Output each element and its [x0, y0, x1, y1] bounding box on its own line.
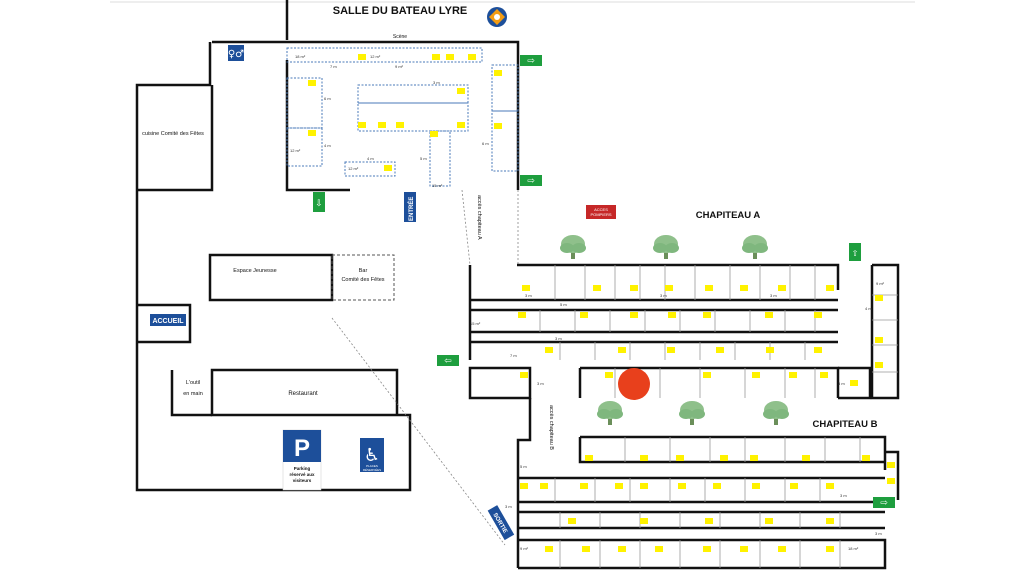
svg-text:PLACES: PLACES: [366, 464, 378, 468]
handicap-sign: ♿ PLACES RÉSERVÉES: [360, 438, 384, 472]
svg-text:ACCES: ACCES: [594, 207, 608, 212]
trees: [560, 235, 789, 425]
acces-chapiteau-b-label: accès chapiteau B: [548, 405, 554, 450]
exit-sign-icon: [849, 243, 861, 261]
chapiteau-b-walls: [516, 398, 900, 570]
salle-stand-tags: [308, 54, 502, 171]
stage-label: Scène: [393, 34, 407, 40]
svg-text:18 m²: 18 m²: [295, 54, 306, 59]
chapiteau-a-title: CHAPITEAU A: [696, 210, 761, 221]
svg-text:4 m: 4 m: [865, 306, 872, 311]
svg-text:12 m²: 12 m²: [290, 148, 301, 153]
svg-text:Parking: Parking: [294, 466, 311, 471]
exit-sign-icon: [520, 55, 542, 67]
exit-sign-icon: [437, 355, 459, 367]
svg-text:4 m: 4 m: [367, 156, 374, 161]
espace-jeunesse-label: Espace Jeunesse: [233, 268, 276, 274]
svg-text:4 m: 4 m: [324, 143, 331, 148]
salle-stands: [286, 47, 519, 187]
svg-text:3 m: 3 m: [525, 293, 532, 298]
chapiteau-b-tags: [520, 455, 895, 552]
svg-text:3 m: 3 m: [875, 531, 882, 536]
svg-text:3 m: 3 m: [537, 381, 544, 386]
svg-text:9 m²: 9 m²: [876, 281, 885, 286]
svg-text:3 m: 3 m: [770, 293, 777, 298]
svg-text:5 m: 5 m: [520, 464, 527, 469]
svg-text:6 m: 6 m: [482, 141, 489, 146]
parking-sign: P Parking réservé aux visiteurs: [282, 429, 322, 491]
building-walls: [135, 0, 520, 492]
svg-text:visiteurs: visiteurs: [293, 478, 312, 483]
svg-text:ENTRÉE: ENTRÉE: [407, 197, 415, 221]
svg-text:réservé aux: réservé aux: [289, 472, 315, 477]
sortie-sign: SORTIE: [487, 505, 515, 541]
restroom-icon: ♀♂: [228, 45, 244, 61]
svg-text:⇧: ⇧: [852, 249, 859, 258]
restaurant-label: Restaurant: [288, 391, 318, 397]
page-title: SALLE DU BATEAU LYRE: [333, 5, 467, 17]
svg-text:12 m²: 12 m²: [370, 54, 381, 59]
cuisine-label: cuisine Comité des Fêtes: [142, 131, 204, 137]
svg-text:3 m: 3 m: [840, 493, 847, 498]
location-marker: [618, 368, 650, 400]
parking-icon: P: [294, 435, 310, 462]
exit-sign-icon: [313, 192, 325, 212]
entree-sign: [404, 192, 416, 222]
svg-text:3 m: 3 m: [433, 80, 440, 85]
svg-text:12 m²: 12 m²: [348, 166, 359, 171]
svg-text:♀♂: ♀♂: [228, 49, 244, 60]
exit-sign-icon: [520, 175, 542, 187]
accueil-sign: [150, 314, 186, 326]
svg-text:15 m²: 15 m²: [470, 321, 481, 326]
bar-sub-label: Comité des Fêtes: [341, 277, 384, 283]
svg-text:3 m: 3 m: [505, 504, 512, 509]
svg-text:POMPIERS: POMPIERS: [590, 212, 611, 217]
svg-text:5 m: 5 m: [420, 156, 427, 161]
svg-text:18 m²: 18 m²: [848, 546, 859, 551]
svg-text:RÉSERVÉES: RÉSERVÉES: [363, 467, 381, 472]
svg-text:3 m: 3 m: [838, 381, 845, 386]
chapiteau-a-walls: [468, 263, 900, 400]
svg-text:9 m²: 9 m²: [395, 64, 404, 69]
svg-text:6 m: 6 m: [324, 96, 331, 101]
outil-sub-label: en main: [183, 391, 203, 397]
svg-text:9 m²: 9 m²: [520, 546, 529, 551]
svg-text:15 m²: 15 m²: [432, 183, 443, 188]
chapiteau-b-title: CHAPITEAU B: [813, 419, 878, 430]
svg-text:ACCUEIL: ACCUEIL: [152, 318, 184, 325]
exit-signs: ⇩ ⇧: [313, 55, 895, 509]
bar-label: Bar: [359, 268, 368, 274]
civil-protection-logo-icon: [487, 7, 507, 27]
svg-text:3 m: 3 m: [660, 293, 667, 298]
svg-text:7 m: 7 m: [510, 353, 517, 358]
exit-sign-icon: [873, 497, 895, 509]
svg-text:5 m: 5 m: [560, 302, 567, 307]
svg-text:3 m: 3 m: [555, 336, 562, 341]
svg-text:⇩: ⇩: [315, 199, 323, 209]
chapiteau-a-tags: [518, 285, 883, 386]
acces-chapiteau-a-label: accès chapiteau A: [476, 195, 482, 240]
acces-pompiers-sign: [586, 205, 616, 219]
dimension-labels: 18 m² 12 m² 7 m 9 m² 3 m 6 m 12 m² 4 m 1…: [290, 54, 885, 551]
outil-label: L'outil: [186, 380, 200, 386]
wheelchair-icon: ♿: [364, 445, 380, 466]
svg-text:7 m: 7 m: [330, 64, 337, 69]
